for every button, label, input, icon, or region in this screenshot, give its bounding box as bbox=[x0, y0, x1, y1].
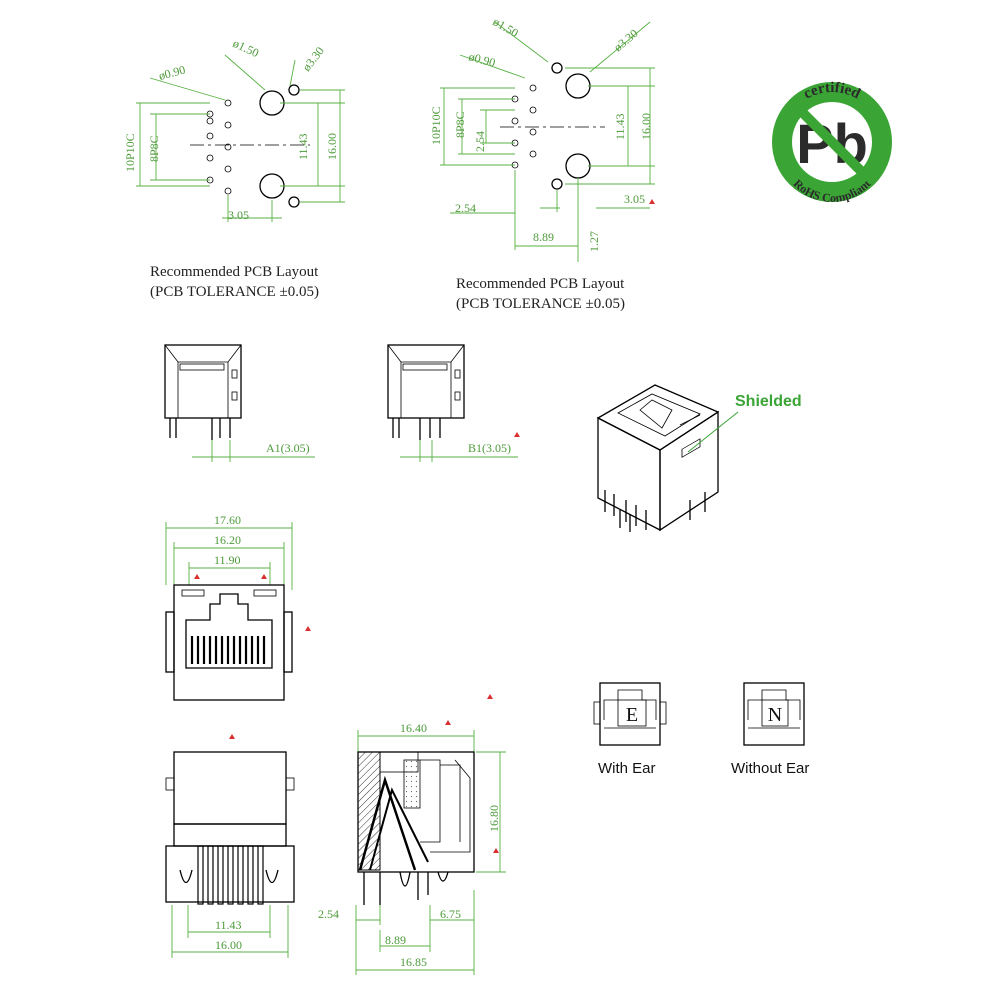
dim-2-54-section: 2.54 bbox=[318, 907, 339, 921]
dim-16-20: 16.20 bbox=[214, 533, 241, 547]
pins-bottom bbox=[197, 845, 264, 905]
shield-hole-bottom-left bbox=[288, 196, 300, 208]
shield-hole-top-left bbox=[288, 84, 300, 96]
dim-16-40: 16.40 bbox=[400, 721, 427, 735]
side-view-a: A1(3.05) bbox=[164, 344, 315, 462]
dim-16-00: 16.00 bbox=[325, 133, 339, 160]
dim-1-27-right: 1.27 bbox=[587, 231, 601, 252]
dim-11-43-right: 11.43 bbox=[613, 113, 627, 140]
dim-hole-150: ø1.50 bbox=[231, 36, 261, 60]
dim-hole-330-right: ø3.30 bbox=[611, 26, 641, 54]
side-view-b: B1(3.05) bbox=[387, 344, 520, 462]
dim-16-80: 16.80 bbox=[487, 805, 501, 832]
dim-10p10c-right: 10P10C bbox=[429, 106, 443, 145]
shield-hole-bottom-right bbox=[551, 178, 563, 190]
rohs-badge: certified RoHS Compliant Pb bbox=[772, 80, 892, 205]
ear-label-with: With Ear bbox=[598, 760, 656, 777]
dim-hole-330: ø3.30 bbox=[299, 44, 327, 74]
dim-3-05: 3.05 bbox=[228, 208, 249, 222]
dim-11-43-bottom: 11.43 bbox=[215, 918, 242, 932]
dim-6-75-section: 6.75 bbox=[440, 907, 461, 921]
front-view: 17.60 16.20 11.90 bbox=[165, 513, 311, 701]
mount-hole-top-right bbox=[565, 73, 591, 99]
pin-holes-right bbox=[511, 84, 537, 169]
dim-8-89-section: 8.89 bbox=[385, 933, 406, 947]
badge-strike bbox=[791, 101, 873, 183]
contact-slots bbox=[190, 636, 266, 664]
pcb-caption-right-2: (PCB TOLERANCE ±0.05) bbox=[456, 296, 625, 312]
dim-8-89-right: 8.89 bbox=[533, 230, 554, 244]
dim-16-00-bottom: 16.00 bbox=[215, 938, 242, 952]
iso-shielded-jack: Shielded bbox=[596, 384, 802, 532]
ear-option-with-ear: E With Ear bbox=[593, 682, 667, 777]
dim-2-54-vertical: 2.54 bbox=[473, 131, 487, 152]
ear-label-without: Without Ear bbox=[731, 760, 809, 777]
dim-8p8c-right: 8P8C bbox=[453, 111, 467, 138]
section-view: 16.40 16.80 2.54 6.75 8.89 16.85 bbox=[318, 694, 506, 975]
dim-hole-090-right: ø0.90 bbox=[467, 49, 497, 70]
shield-hole-top-right bbox=[551, 62, 563, 74]
ear-letter-e: E bbox=[626, 704, 638, 726]
ear-option-without-ear: N Without Ear bbox=[731, 682, 809, 777]
dim-hole-090: ø0.90 bbox=[157, 62, 187, 83]
revision-marker bbox=[649, 199, 655, 204]
dim-10p10c: 10P10C bbox=[123, 133, 137, 172]
dim-a1: A1(3.05) bbox=[266, 441, 310, 455]
dim-3-05-right: 3.05 bbox=[624, 192, 645, 206]
dim-b1: B1(3.05) bbox=[468, 441, 511, 455]
pin-holes-left bbox=[206, 99, 232, 195]
pcb-layout-left: ø0.90 ø1.50 ø3.30 10P10C 8P8C 11.43 16.0… bbox=[123, 36, 345, 300]
shielded-label: Shielded bbox=[735, 393, 802, 410]
pcb-caption-right-1: Recommended PCB Layout bbox=[456, 276, 625, 292]
revision-marker-b1 bbox=[514, 432, 520, 437]
bottom-front-view: 11.43 16.00 bbox=[165, 734, 295, 958]
pcb-caption-left-1: Recommended PCB Layout bbox=[150, 264, 319, 280]
dim-2-54-right: 2.54 bbox=[455, 201, 476, 215]
dim-17-60: 17.60 bbox=[214, 513, 241, 527]
dim-16-85-section: 16.85 bbox=[400, 955, 427, 969]
mount-hole-bottom-right bbox=[565, 153, 591, 179]
ear-letter-n: N bbox=[768, 704, 782, 726]
dim-11-43: 11.43 bbox=[296, 133, 310, 160]
dim-11-90: 11.90 bbox=[214, 553, 241, 567]
pcb-layout-right: ø0.90 ø1.50 ø3.30 10P10C 8P8C 2.54 11.43… bbox=[429, 14, 655, 312]
pcb-caption-left-2: (PCB TOLERANCE ±0.05) bbox=[150, 284, 319, 300]
dim-hole-150-right: ø1.50 bbox=[491, 14, 521, 40]
dim-16-00-right: 16.00 bbox=[639, 113, 653, 140]
dim-8p8c: 8P8C bbox=[147, 135, 161, 162]
